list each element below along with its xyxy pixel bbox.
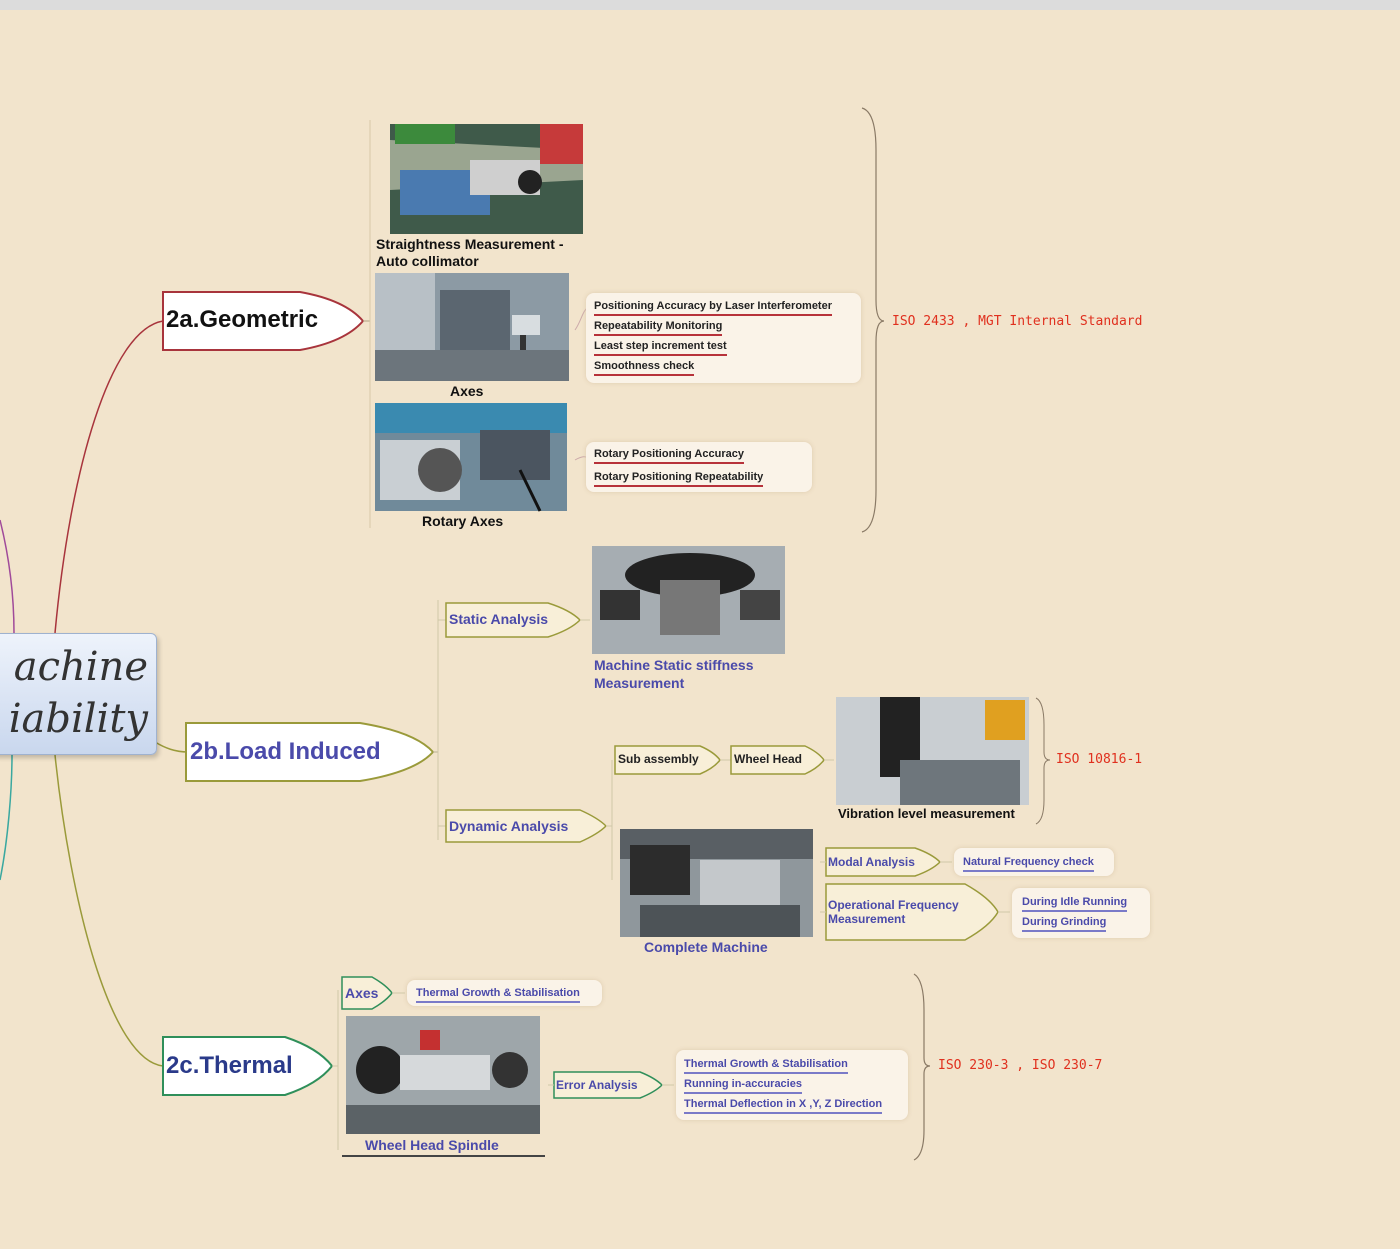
error-item-deflection[interactable]: Thermal Deflection in X ,Y, Z Direction <box>684 1098 883 1114</box>
thermal-standard: ISO 230-3 , ISO 230-7 <box>938 1058 1103 1073</box>
wheel-head-label[interactable]: Wheel Head <box>734 752 803 766</box>
straightness-caption-line2: Auto collimator <box>376 253 479 269</box>
axes-caption: Axes <box>450 383 484 399</box>
root-label-line1: achine <box>13 644 148 690</box>
modal-analysis-label[interactable]: Modal Analysis <box>828 855 915 869</box>
load-induced-node-label[interactable]: 2b.Load Induced <box>190 738 381 765</box>
rotary-tests-bubble <box>586 442 812 492</box>
root-node[interactable]: achine iability <box>0 633 157 755</box>
operational-bubble <box>1012 888 1150 938</box>
static-stiffness-caption-line2: Measurement <box>594 675 685 691</box>
grinding-item[interactable]: During Grinding <box>1022 916 1107 932</box>
sub-assembly-label[interactable]: Sub assembly <box>618 752 699 766</box>
error-item-running[interactable]: Running in-accuracies <box>684 1078 802 1094</box>
axes-photo <box>375 273 569 381</box>
axes-item-positioning[interactable]: Positioning Accuracy by Laser Interferom… <box>594 300 832 316</box>
vibration-photo <box>836 697 1029 805</box>
spindle-caption: Wheel Head Spindle <box>365 1137 499 1153</box>
rotary-item-accuracy[interactable]: Rotary Positioning Accuracy <box>594 448 744 464</box>
axes-item-least-step[interactable]: Least step increment test <box>594 340 727 356</box>
static-stiffness-photo <box>592 546 785 654</box>
thermal-node-label[interactable]: 2c.Thermal <box>166 1052 293 1079</box>
complete-machine-caption: Complete Machine <box>644 939 768 955</box>
natural-frequency-item[interactable]: Natural Frequency check <box>963 856 1094 872</box>
vibration-caption: Vibration level measurement <box>838 806 1015 821</box>
geometric-node-label[interactable]: 2a.Geometric <box>166 306 319 333</box>
geometric-standard: ISO 2433 , MGT Internal Standard <box>892 314 1143 329</box>
idle-running-item[interactable]: During Idle Running <box>1022 896 1128 912</box>
operational-label-line1[interactable]: Operational Frequency <box>828 898 959 912</box>
error-analysis-bubble <box>676 1050 908 1120</box>
rotary-item-repeatability[interactable]: Rotary Positioning Repeatability <box>594 471 764 487</box>
straightness-caption-line1: Straightness Measurement - <box>376 236 564 252</box>
rotary-axes-photo <box>375 403 567 512</box>
dynamic-analysis-label[interactable]: Dynamic Analysis <box>449 818 569 834</box>
thermal-axes-item[interactable]: Thermal Growth & Stabilisation <box>416 987 580 1003</box>
error-item-growth[interactable]: Thermal Growth & Stabilisation <box>684 1058 848 1074</box>
axes-tests-bubble <box>586 293 861 383</box>
vibration-standard: ISO 10816-1 <box>1056 752 1143 767</box>
straightness-photo <box>390 124 583 234</box>
static-analysis-label[interactable]: Static Analysis <box>449 611 549 627</box>
axes-item-smoothness[interactable]: Smoothness check <box>594 360 695 376</box>
wheel-head-spindle-photo <box>346 1016 540 1134</box>
top-bar <box>0 0 1400 10</box>
thermal-axes-label[interactable]: Axes <box>345 985 379 1001</box>
axes-item-repeatability[interactable]: Repeatability Monitoring <box>594 320 723 336</box>
operational-label-line2[interactable]: Measurement <box>828 912 906 926</box>
complete-machine-photo <box>620 829 813 937</box>
error-analysis-label[interactable]: Error Analysis <box>556 1078 638 1092</box>
static-stiffness-caption-line1: Machine Static stiffness <box>594 657 754 673</box>
rotary-axes-caption: Rotary Axes <box>422 513 504 529</box>
root-label-line2: iability <box>8 696 148 742</box>
